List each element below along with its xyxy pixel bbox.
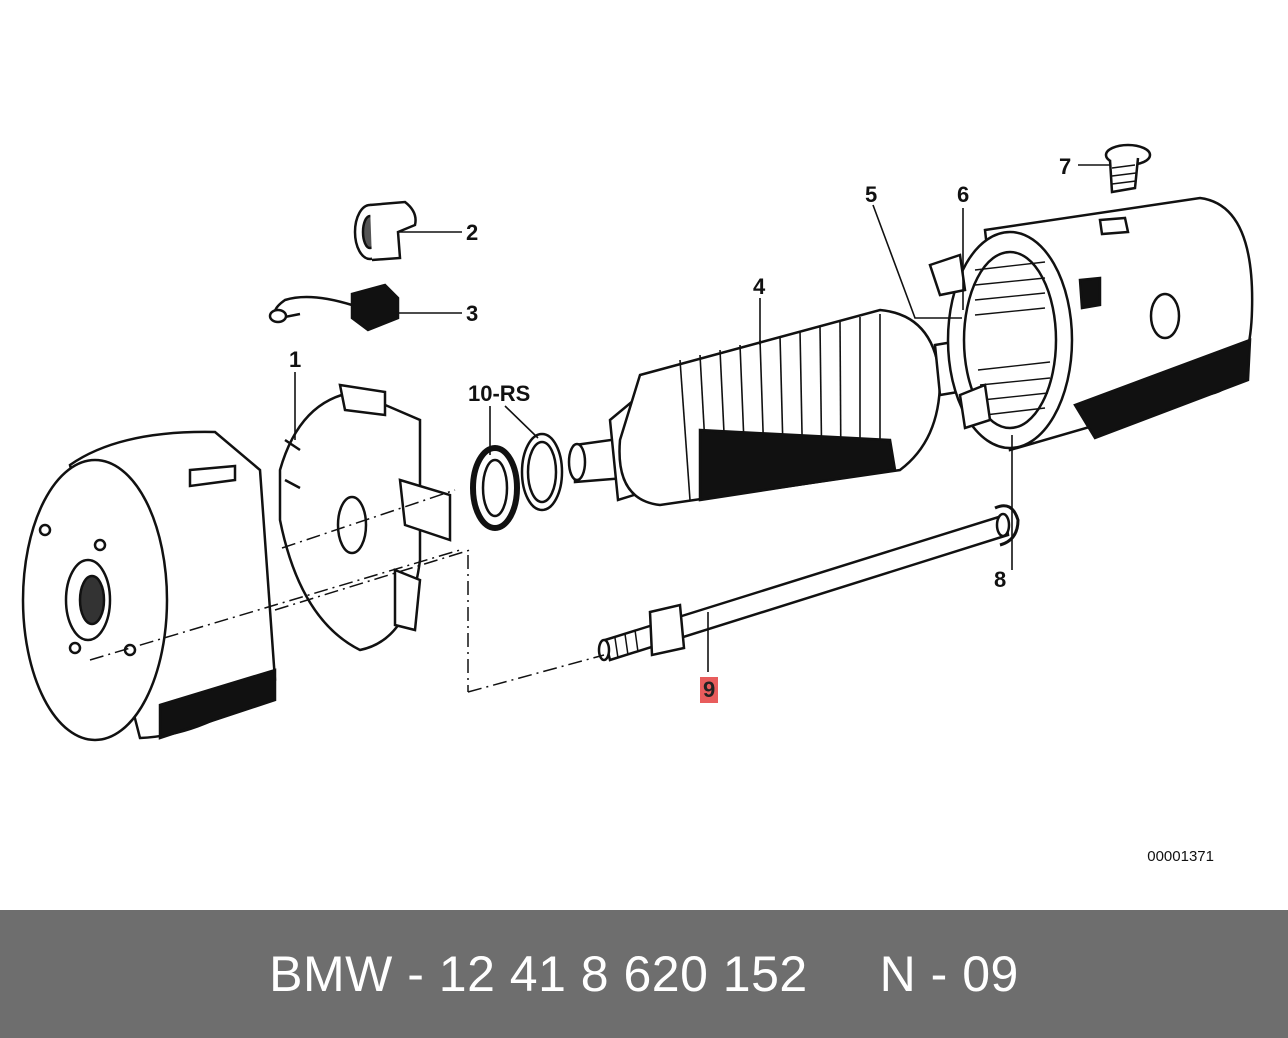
callout-9-highlighted: 9 — [700, 677, 719, 703]
through-bolt-part — [597, 512, 1011, 662]
end-housing-part — [21, 430, 277, 742]
armature-part — [567, 308, 1091, 507]
brush-plate-part — [278, 383, 452, 652]
callout-4: 4 — [753, 274, 766, 299]
callout-8: 8 — [994, 567, 1007, 592]
bushing-part — [353, 200, 417, 262]
callout-10-rs: 10-RS — [468, 381, 531, 406]
part-info-footer: BMW - 12 41 8 620 152 N - 09 — [0, 910, 1288, 1038]
shim-rings-part — [470, 432, 564, 531]
callout-7: 7 — [1059, 154, 1072, 179]
callout-3: 3 — [466, 301, 479, 326]
field-housing-part — [928, 196, 1254, 452]
exploded-parts-diagram: 1 2 3 4 5 6 7 8 9 10-RS 00001371 — [21, 143, 1254, 865]
callout-1: 1 — [289, 347, 302, 372]
assembly-lines — [89, 489, 605, 693]
leader-lines — [294, 164, 1110, 672]
retaining-clip-part — [994, 504, 1020, 547]
callout-2: 2 — [466, 220, 479, 245]
callout-6: 6 — [957, 182, 970, 207]
callout-5: 5 — [865, 182, 878, 207]
carbon-brush-part — [268, 283, 400, 332]
starter-motor-illustration — [21, 143, 1254, 742]
screw-part — [1104, 143, 1152, 194]
part-number-text: BMW - 12 41 8 620 152 N - 09 — [269, 946, 1019, 1002]
diagram-id-label: 00001371 — [1147, 848, 1214, 865]
